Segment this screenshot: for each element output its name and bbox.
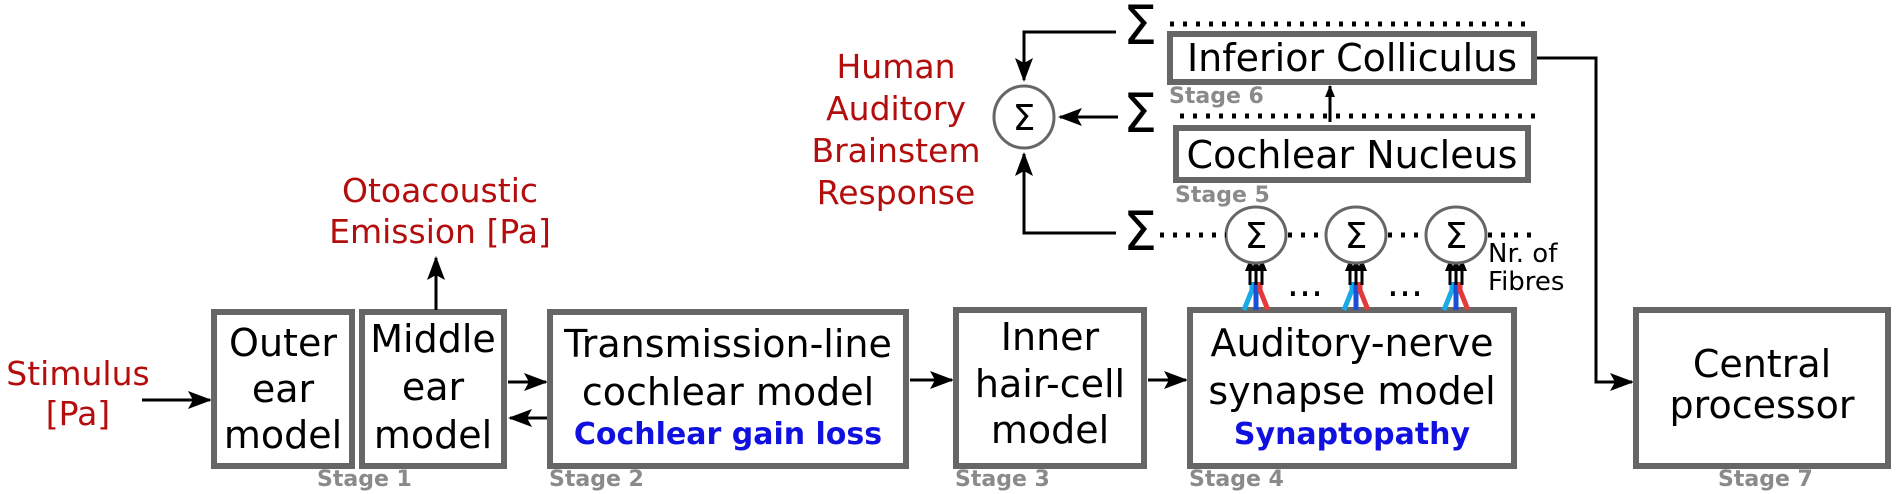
ic-total-sum: Σ [1123, 0, 1157, 57]
ic-to-central-line [1537, 56, 1634, 391]
abr-label-line3: Brainstem [811, 131, 980, 170]
an-total-sum: Σ [1123, 200, 1157, 263]
stimulus-label-line1: Stimulus [6, 354, 149, 393]
nr-fibres-line2: Fibres [1488, 267, 1564, 297]
ic-to-abr-line [1015, 30, 1116, 82]
ihc-line3: model [991, 408, 1109, 452]
ihc-block [953, 307, 1147, 469]
middle-ear-line1: Middle [370, 317, 496, 361]
nr-fibres-line1: Nr. of [1488, 239, 1558, 269]
central-processor-block [1633, 307, 1891, 469]
abr-label-line2: Auditory [826, 89, 966, 128]
abr-label-line4: Response [817, 173, 976, 212]
outer-ear-line2: ear [252, 367, 315, 411]
outer-ear-line1: Outer [229, 321, 337, 365]
outer-ear-line3: model [224, 413, 342, 457]
middle-ear-line2: ear [402, 365, 465, 409]
cn-block [1173, 125, 1531, 183]
an-sum-symbol-1: Σ [1245, 216, 1268, 257]
central-line1: Central [1693, 342, 1831, 386]
stage-6-label: Stage 6 [1169, 84, 1264, 109]
ic-label: Inferior Colliculus [1187, 36, 1517, 80]
an-line2: synapse model [1208, 369, 1495, 413]
fibre-group-1 [1241, 282, 1271, 311]
an-sum-symbol-3: Σ [1445, 216, 1468, 257]
ic-block [1167, 31, 1537, 85]
an-sum-circle-2 [1324, 205, 1388, 265]
stage-7-label: Stage 7 [1718, 467, 1813, 492]
an-line1: Auditory-nerve [1210, 321, 1493, 365]
stage-2-label: Stage 2 [549, 467, 644, 492]
an-sum-circle-3 [1424, 205, 1488, 265]
stage-5-label: Stage 5 [1175, 183, 1270, 208]
cochlea-line1: Transmission-line [563, 322, 892, 366]
outer-ear-block [211, 309, 355, 469]
cochlear-gain-loss-note: Cochlear gain loss [574, 417, 882, 452]
abr-label-line1: Human [836, 47, 955, 86]
oae-label-line2: Emission [Pa] [329, 212, 551, 251]
fibre-ellipsis-2: ... [1387, 261, 1423, 305]
central-line2: processor [1670, 383, 1855, 427]
abr-sum-circle [992, 84, 1056, 150]
oae-label-line1: Otoacoustic [342, 171, 538, 210]
cochlea-block [547, 309, 909, 469]
stage-1-label: Stage 1 [317, 467, 412, 492]
an-to-abr-line [1015, 152, 1116, 235]
ihc-line2: hair-cell [975, 362, 1125, 406]
an-block [1187, 307, 1517, 469]
an-sum-symbol-2: Σ [1345, 216, 1368, 257]
middle-ear-block [359, 309, 507, 469]
stage-4-label: Stage 4 [1189, 467, 1284, 492]
fibre-ellipsis-1: ... [1287, 261, 1323, 305]
cochlea-line2: cochlear model [582, 370, 874, 414]
ihc-line1: Inner [1001, 315, 1100, 359]
stage-3-label: Stage 3 [955, 467, 1050, 492]
stimulus-label-line2: [Pa] [46, 394, 110, 433]
fibre-group-2 [1341, 282, 1371, 311]
cn-label: Cochlear Nucleus [1187, 133, 1518, 177]
synaptopathy-note: Synaptopathy [1234, 417, 1471, 452]
stimulus-label: Stimulus [Pa] [6, 354, 149, 433]
abr-sum-symbol: Σ [1013, 98, 1036, 139]
fibre-group-3 [1441, 282, 1471, 311]
middle-ear-line3: model [374, 413, 492, 457]
cn-total-sum: Σ [1123, 82, 1157, 145]
